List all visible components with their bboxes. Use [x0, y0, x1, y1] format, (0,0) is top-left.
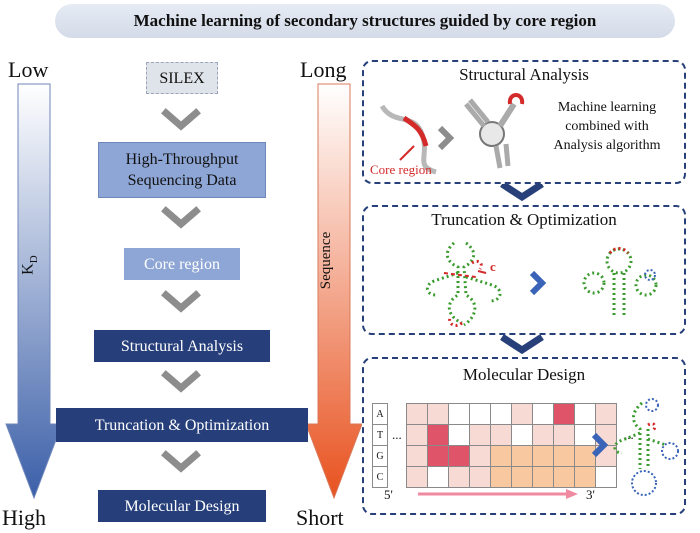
sequence-axis-label: Sequence	[318, 231, 335, 290]
heatmap-cell	[490, 403, 512, 425]
cut-line	[443, 272, 477, 278]
truncation-panel: Truncation & Optimization c	[362, 205, 686, 335]
base-t: T	[372, 424, 388, 445]
chevron-right-icon	[591, 432, 609, 458]
panel-title: Molecular Design	[462, 365, 586, 384]
chevron-down-icon	[161, 370, 201, 393]
sequence-long-label: Long	[300, 57, 347, 82]
flow-step-molecular-design: Molecular Design	[98, 490, 266, 522]
heatmap-cell	[469, 445, 491, 467]
heatmap-cell	[511, 445, 533, 467]
heatmap-row	[406, 466, 617, 488]
chevron-down-icon	[500, 181, 544, 202]
heatmap-cell	[490, 445, 512, 467]
heatmap-cell	[532, 403, 554, 425]
heatmap-cell	[532, 466, 554, 488]
heatmap-cell	[469, 424, 491, 446]
chevron-down-icon	[500, 334, 544, 355]
kd-high-label: High	[2, 505, 46, 530]
chevron-down-icon	[161, 108, 201, 131]
kd-axis-label: KD	[19, 255, 40, 275]
heatmap-cell	[532, 445, 554, 467]
heatmap-row	[406, 424, 617, 446]
heatmap-cell	[406, 445, 428, 467]
dots-left: ...	[392, 427, 402, 442]
chevron-down-icon	[161, 450, 201, 473]
cut-label: c	[490, 259, 496, 274]
base-a: A	[372, 403, 388, 424]
heatmap-cell	[574, 424, 596, 446]
panel-title: Structural Analysis	[459, 65, 589, 84]
heatmap-cell	[448, 424, 470, 446]
heatmap-cell	[490, 466, 512, 488]
flow-step-core-region: Core region	[124, 248, 240, 280]
kd-low-label: Low	[8, 57, 49, 82]
core-arrow-icon	[399, 145, 415, 161]
heatmap-cell	[595, 403, 617, 425]
heatmap-row	[406, 445, 617, 467]
heatmap-cell	[553, 424, 575, 446]
heatmap-cell	[553, 466, 575, 488]
flow-step-truncation: Truncation & Optimization	[56, 408, 308, 442]
diagram-title: Machine learning of secondary structures…	[55, 4, 675, 38]
core-region-label: Core region	[370, 162, 432, 177]
ml-description: Machine learning combined with Analysis …	[553, 100, 661, 153]
heatmap-cell	[574, 466, 596, 488]
heatmap-cell	[448, 445, 470, 467]
cut-arrow-icon	[477, 270, 487, 274]
heatmap-grid	[406, 403, 617, 488]
flow-step-sequencing-data: High-Throughput Sequencing Data	[98, 142, 266, 198]
kd-arrow	[5, 83, 63, 500]
arrow-right-icon	[566, 489, 578, 499]
heatmap-cell	[448, 403, 470, 425]
heatmap-cell	[511, 466, 533, 488]
molecular-design-panel: Molecular Design A T G C ... ... 5' 3'	[362, 357, 686, 515]
sequence-short-label: Short	[296, 505, 344, 530]
design-illustration	[591, 398, 679, 496]
base-g: G	[372, 445, 388, 466]
heatmap-cell	[574, 445, 596, 467]
heatmap-cell	[427, 445, 449, 467]
structural-analysis-panel: Structural Analysis Core region Machine …	[362, 60, 686, 184]
heatmap-cell	[427, 424, 449, 446]
chevron-down-icon	[161, 290, 201, 313]
base-c: C	[372, 466, 388, 488]
panel-title: Truncation & Optimization	[431, 210, 617, 229]
three-prime-label: 3'	[586, 487, 595, 502]
heatmap-cell	[532, 424, 554, 446]
five-prime-label: 5'	[384, 487, 393, 502]
diagram-title-text: Machine learning of secondary structures…	[133, 11, 597, 30]
heatmap-cell	[448, 466, 470, 488]
heatmap-cell	[595, 466, 617, 488]
dots-right: ...	[624, 427, 634, 442]
structure-illustration	[379, 93, 525, 175]
heatmap-cell	[511, 424, 533, 446]
heatmap-cell	[469, 466, 491, 488]
heatmap-cell	[511, 403, 533, 425]
chevron-down-icon	[161, 206, 201, 229]
heatmap-row	[406, 403, 617, 425]
chevron-right-icon	[529, 270, 547, 296]
direction-arrow	[418, 489, 578, 499]
heatmap-cell	[427, 403, 449, 425]
heatmap-cell	[574, 403, 596, 425]
base-letters: A T G C	[372, 403, 388, 488]
heatmap-cell	[553, 445, 575, 467]
truncation-illustration	[426, 241, 658, 327]
sequence-arrow	[305, 83, 363, 500]
heatmap-cell	[406, 403, 428, 425]
heatmap-cell	[406, 424, 428, 446]
heatmap-cell	[469, 403, 491, 425]
flow-step-structural-analysis: Structural Analysis	[94, 330, 270, 362]
heatmap-cell	[406, 466, 428, 488]
heatmap-cell	[553, 403, 575, 425]
heatmap-cell	[427, 466, 449, 488]
flow-step-silex: SILEX	[146, 62, 218, 94]
heatmap-cell	[490, 424, 512, 446]
